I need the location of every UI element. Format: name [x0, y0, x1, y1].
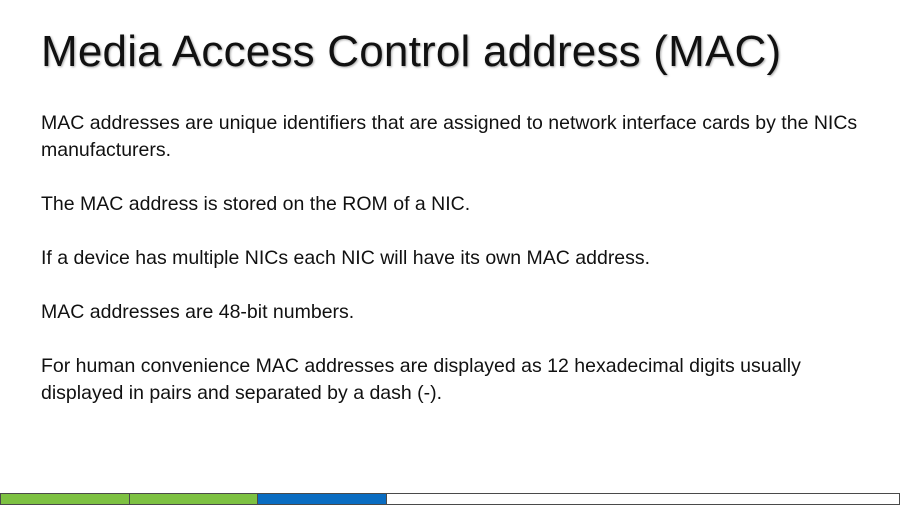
footer-color-bar: [0, 493, 900, 505]
footer-segment-white: [386, 493, 900, 505]
paragraph-hex-display: For human convenience MAC addresses are …: [41, 355, 801, 404]
footer-segment-green-1: [0, 493, 129, 505]
footer-segment-blue: [257, 493, 386, 505]
slide-title: Media Access Control address (MAC): [41, 27, 782, 76]
paragraph-mac-rom: The MAC address is stored on the ROM of …: [41, 193, 471, 215]
paragraph-multiple-nics: If a device has multiple NICs each NIC w…: [41, 247, 651, 269]
paragraph-48-bit: MAC addresses are 48-bit numbers.: [41, 301, 355, 323]
paragraph-mac-unique: MAC addresses are unique identifiers tha…: [41, 112, 858, 161]
footer-segment-green-2: [129, 493, 257, 505]
slide-body: MAC addresses are unique identifiers tha…: [41, 110, 881, 434]
